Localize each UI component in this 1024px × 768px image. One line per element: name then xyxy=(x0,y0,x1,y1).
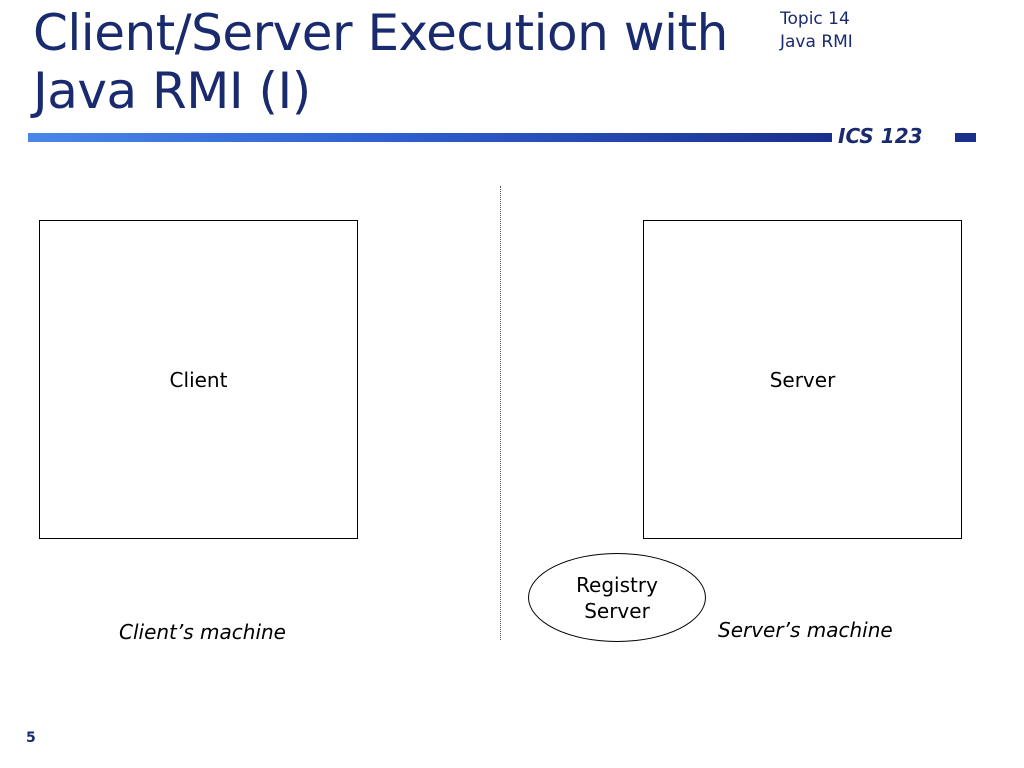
page-number: 5 xyxy=(26,730,36,746)
course-label: ICS 123 xyxy=(838,124,923,148)
registry-line-2: Server xyxy=(584,598,650,623)
slide-title: Client/Server Execution with Java RMI (I… xyxy=(33,4,728,120)
client-box: Client xyxy=(39,220,358,539)
topic-name: Java RMI xyxy=(780,32,853,52)
topic-label: Topic 14 Java RMI xyxy=(780,8,853,54)
header-end-block xyxy=(955,133,976,142)
machine-divider-line xyxy=(500,186,501,640)
registry-line-1: Registry xyxy=(576,572,658,597)
server-box: Server xyxy=(643,220,962,539)
client-box-label: Client xyxy=(169,367,228,392)
registry-server-ellipse: Registry Server xyxy=(528,553,706,642)
client-machine-label: Client’s machine xyxy=(119,620,286,644)
server-machine-label: Server’s machine xyxy=(718,618,893,642)
registry-server-label: Registry Server xyxy=(576,572,658,624)
server-box-label: Server xyxy=(769,367,836,392)
header-divider-bar xyxy=(28,133,832,142)
topic-number: Topic 14 xyxy=(780,9,850,29)
